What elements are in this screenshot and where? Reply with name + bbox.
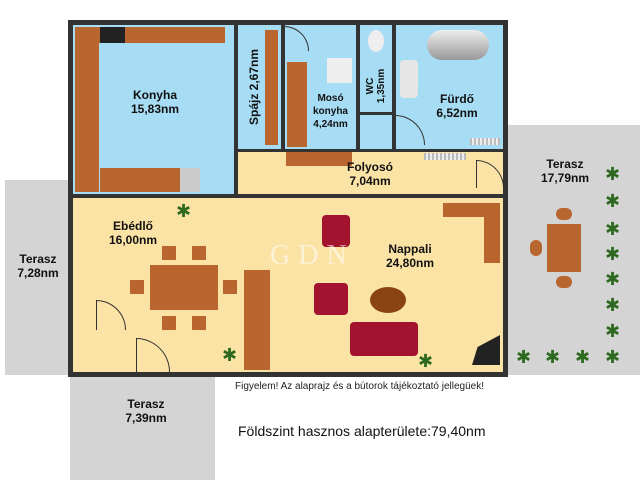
plant-icon: ✱: [605, 191, 621, 211]
room-name: Ebédlő: [112, 219, 153, 233]
room-name: Konyha: [132, 88, 177, 102]
room-name: Fürdő: [440, 92, 474, 106]
terrace-chair: [556, 276, 572, 288]
terrace-chair: [530, 240, 542, 256]
plant-icon: ✱: [605, 164, 621, 184]
armchair: [314, 283, 348, 315]
terrace-chair: [556, 208, 572, 220]
armchair: [322, 215, 350, 247]
plant-icon: ✱: [605, 321, 621, 341]
terrace-table: [547, 224, 581, 272]
plant-icon: ✱: [605, 295, 621, 315]
room-area: 1,35nm: [376, 68, 387, 104]
plant-icon: ✱: [605, 244, 621, 264]
bathtub-icon: [427, 30, 489, 60]
chair: [192, 246, 206, 260]
room-name: Mosó: [317, 93, 344, 104]
laundry-counter: [287, 62, 307, 147]
toilet-icon: [368, 30, 384, 52]
stove: [100, 27, 125, 43]
plant-icon: ✱: [605, 269, 621, 289]
kitchen-counter-bottom: [100, 168, 180, 192]
label-spajz: Spájz 2,67nm: [247, 48, 261, 126]
room-name: Terasz: [19, 252, 57, 266]
chair: [223, 280, 237, 294]
pantry-shelf: [265, 30, 278, 145]
room-area: 7,28nm: [17, 266, 59, 280]
room-area: 15,83nm: [130, 102, 180, 116]
room-name: Terasz: [127, 397, 165, 411]
label-moso-konyha: Mosó konyha 4,24nm: [303, 92, 358, 131]
kitchen-counter-left: [75, 27, 99, 192]
chair: [192, 316, 206, 330]
room-area: 16,00nm: [108, 233, 158, 247]
washing-machine: [327, 58, 352, 83]
disclaimer-text: Figyelem! Az alaprajz és a bútorok tájék…: [235, 381, 485, 392]
total-area-text: Földszint hasznos alapterülete:79,40nm: [238, 423, 486, 439]
chair: [130, 280, 144, 294]
radiator: [470, 138, 500, 145]
terrace-left: [5, 180, 72, 375]
wall-unit-side: [484, 203, 500, 263]
plant-icon: ✱: [575, 347, 591, 367]
sink-icon: [400, 60, 418, 98]
room-folyoso: [236, 150, 505, 196]
plant-icon: ✱: [516, 347, 532, 367]
room-name: WC: [365, 77, 376, 95]
room-area: 24,80nm: [385, 256, 435, 270]
fridge: [180, 168, 200, 192]
room-area: 6,52nm: [436, 106, 478, 120]
dining-table: [150, 265, 218, 310]
sofa: [350, 322, 418, 356]
room-name: konyha: [312, 106, 348, 117]
plant-icon: ✱: [176, 201, 192, 221]
room-name: Nappali: [388, 242, 432, 256]
coffee-table: [370, 287, 406, 313]
plant-icon: ✱: [418, 351, 434, 371]
plant-icon: ✱: [222, 345, 238, 365]
room-area: 7,39nm: [125, 411, 167, 425]
room-wc-entry: [358, 113, 394, 151]
chair: [162, 246, 176, 260]
hallway-cabinet: [286, 152, 352, 166]
room-area: 7,04nm: [349, 174, 391, 188]
radiator: [424, 153, 466, 160]
room-name: Terasz: [546, 157, 584, 171]
plant-icon: ✱: [545, 347, 561, 367]
plant-icon: ✱: [605, 347, 621, 367]
terrace-bottom: [70, 375, 215, 480]
room-name: Folyosó: [346, 160, 393, 174]
room-area: 4,24nm: [313, 119, 348, 130]
sideboard: [244, 270, 270, 370]
room-area: 17,79nm: [540, 171, 590, 185]
plant-icon: ✱: [605, 219, 621, 239]
watermark: GDN: [270, 240, 355, 271]
chair: [162, 316, 176, 330]
